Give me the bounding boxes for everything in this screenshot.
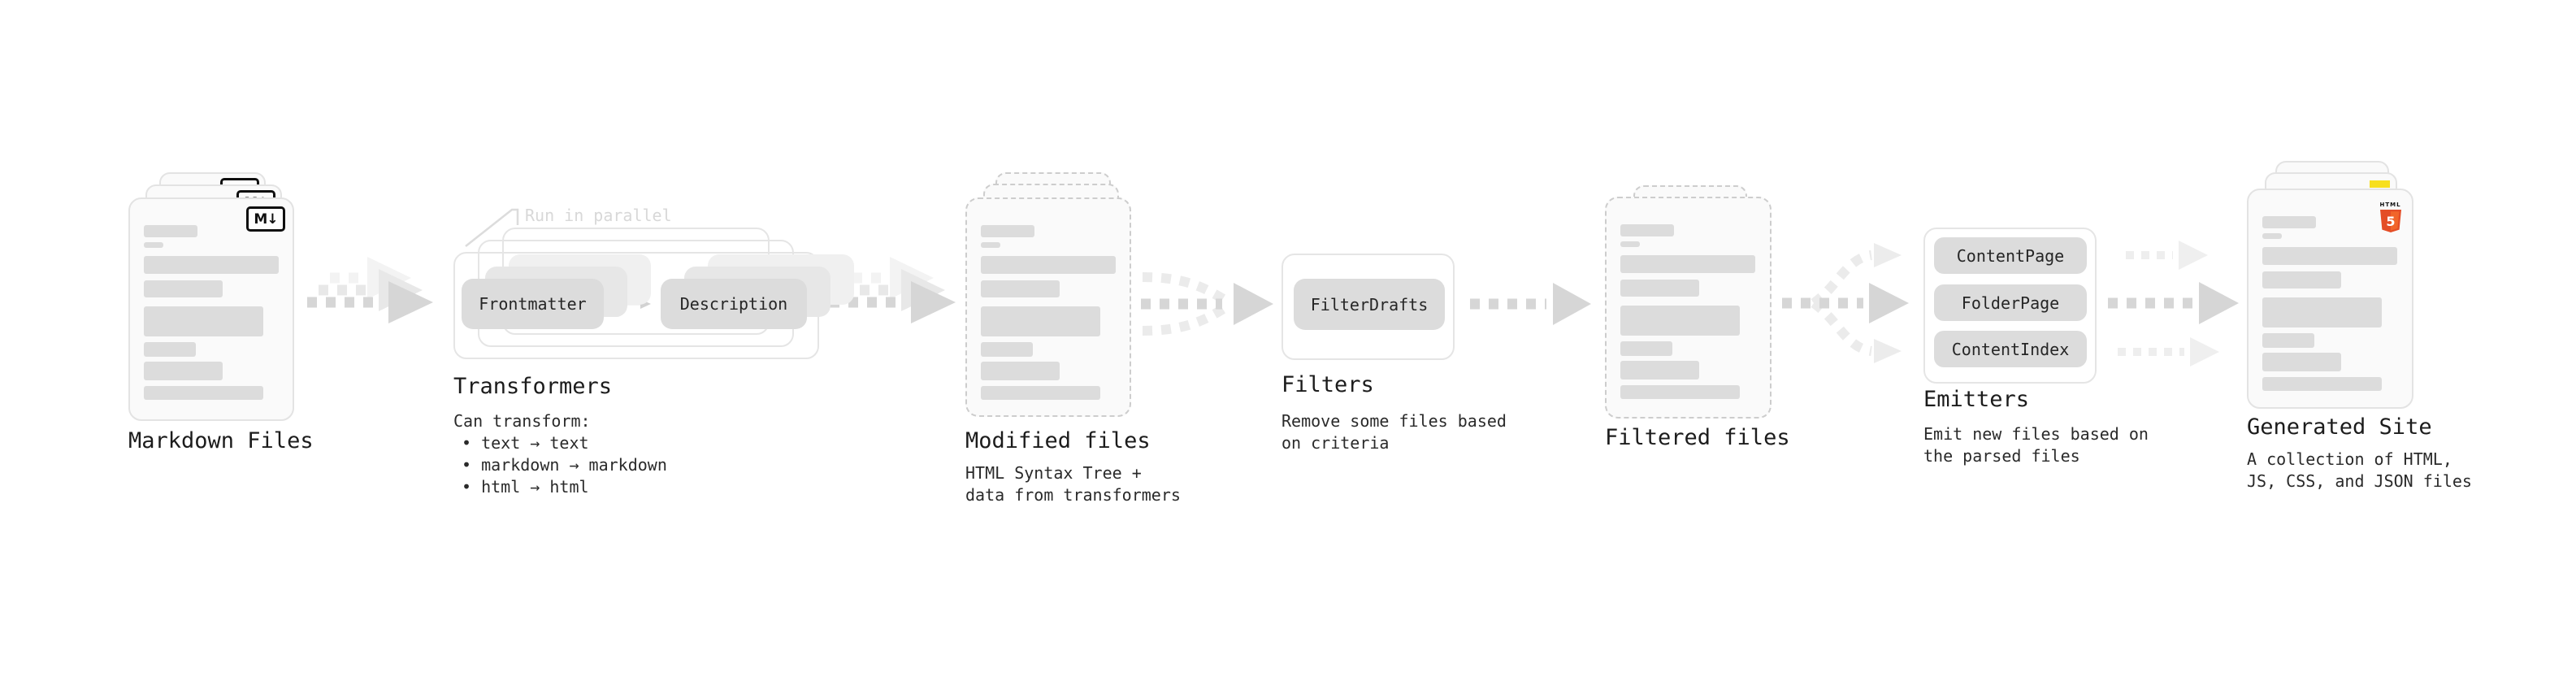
stage-label-modified-files: Modified files [965,428,1151,453]
stage-label-generated-site: Generated Site [2247,414,2432,440]
placeholder-line [981,386,1100,400]
placeholder-line [2262,271,2341,288]
run-in-parallel-note: Run in parallel [525,206,672,225]
stage-label-emitters: Emitters [1923,387,2030,412]
transformers-description: Can transform: [453,411,591,431]
placeholder-line [144,225,197,237]
transformers-bullet: • text → text [462,433,589,453]
placeholder-line [981,280,1060,297]
placeholder-line [2262,297,2382,327]
filtered-file-card-front [1605,197,1772,419]
arrow-markdown-to-transformers [307,257,433,323]
generated-file-card-front: HTML 5 [2247,189,2413,409]
arrow-transformers-to-modified [830,257,956,323]
filter-drafts-node: FilterDrafts [1294,279,1445,330]
content-page-node: ContentPage [1934,237,2087,274]
filters-description: on criteria [1281,433,1390,453]
placeholder-line [2262,377,2382,391]
placeholder-line [2262,247,2397,265]
arrow-filters-to-filtered [1470,283,1591,325]
placeholder-line [1620,306,1740,336]
stage-label-filters: Filters [1281,372,1374,397]
placeholder-line [144,280,223,297]
description-node: Description [661,279,807,329]
content-index-node: ContentIndex [1934,331,2087,367]
placeholder-line [144,386,263,400]
frontmatter-node: Frontmatter [462,279,604,329]
placeholder-line [981,342,1033,357]
javascript-icon [2370,180,2390,188]
placeholder-line [2262,233,2282,239]
emitters-description: Emit new files based on [1923,424,2149,444]
placeholder-line [2262,216,2316,228]
placeholder-line [144,362,223,380]
arrow-emitters-to-generated [2108,241,2239,367]
placeholder-line [2262,333,2314,348]
placeholder-line [144,256,279,274]
transformers-bullet: • html → html [462,477,589,497]
run-in-parallel-leader-line [465,208,519,247]
placeholder-line [981,242,1000,248]
modified-files-description: data from transformers [965,485,1181,505]
placeholder-line [1620,361,1699,380]
arrow-filtered-to-emitters [1782,243,1909,363]
modified-files-description: HTML Syntax Tree + [965,463,1142,483]
transformers-bullet: • markdown → markdown [462,455,667,475]
placeholder-line [144,342,196,357]
modified-file-card-front [965,197,1131,417]
svg-text:5: 5 [2386,214,2395,229]
markdown-icon: M↓ [246,206,285,232]
filters-description: Remove some files based [1281,411,1507,431]
placeholder-line [1620,341,1672,356]
placeholder-line [981,225,1034,237]
placeholder-line [1620,241,1640,247]
placeholder-line [1620,255,1755,273]
placeholder-line [981,256,1116,274]
placeholder-line [981,362,1060,380]
placeholder-line [144,242,163,248]
stage-label-markdown-files: Markdown Files [128,428,314,453]
html5-icon: HTML 5 [2379,194,2401,232]
placeholder-line [981,306,1100,336]
arrow-modified-to-filters [1141,272,1273,336]
generated-site-description: A collection of HTML, [2247,449,2452,469]
placeholder-line [1620,280,1699,297]
folder-page-node: FolderPage [1934,284,2087,321]
placeholder-line [2262,353,2341,371]
placeholder-line [144,306,263,336]
stage-label-transformers: Transformers [453,374,613,399]
placeholder-line [1620,224,1674,236]
markdown-file-card-front: M↓ [128,197,294,421]
stage-label-filtered-files: Filtered files [1605,425,1790,450]
emitters-description: the parsed files [1923,446,2080,466]
placeholder-line [1620,385,1740,399]
generated-site-description: JS, CSS, and JSON files [2247,471,2472,491]
